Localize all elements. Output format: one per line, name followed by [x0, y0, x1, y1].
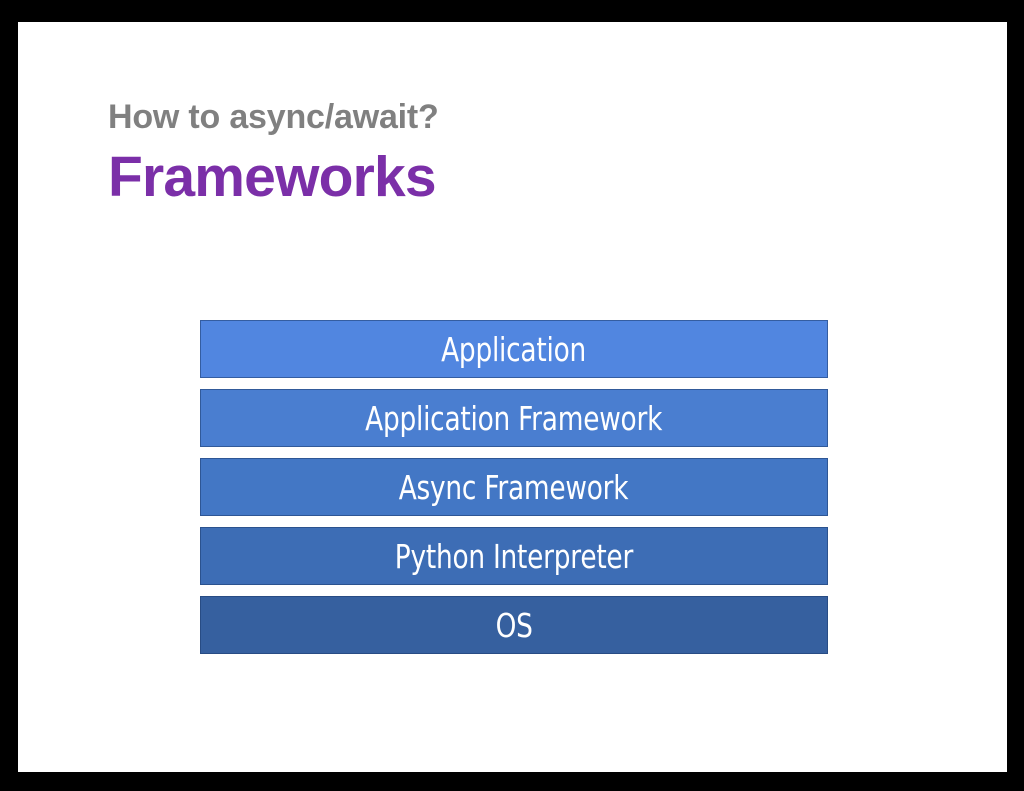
stack-layer-label: Async Framework	[399, 467, 629, 507]
stack-diagram: Application Application Framework Async …	[200, 320, 828, 654]
slide-kicker: How to async/await?	[108, 98, 439, 136]
stack-layer-label: Python Interpreter	[394, 536, 634, 576]
stack-layer-label: Application Framework	[365, 398, 663, 438]
stack-layer-application-framework: Application Framework	[200, 389, 828, 447]
stack-layer-python-interpreter: Python Interpreter	[200, 527, 828, 585]
stack-layer-label: OS	[495, 605, 533, 645]
stack-layer-label: Application	[441, 329, 587, 369]
stack-layer-os: OS	[200, 596, 828, 654]
stack-layer-application: Application	[200, 320, 828, 378]
page-title: Frameworks	[108, 144, 437, 209]
stack-layer-async-framework: Async Framework	[200, 458, 828, 516]
heading-block: How to async/await? Frameworks	[108, 98, 868, 209]
slide-canvas: How to async/await? Frameworks Applicati…	[18, 22, 1007, 772]
